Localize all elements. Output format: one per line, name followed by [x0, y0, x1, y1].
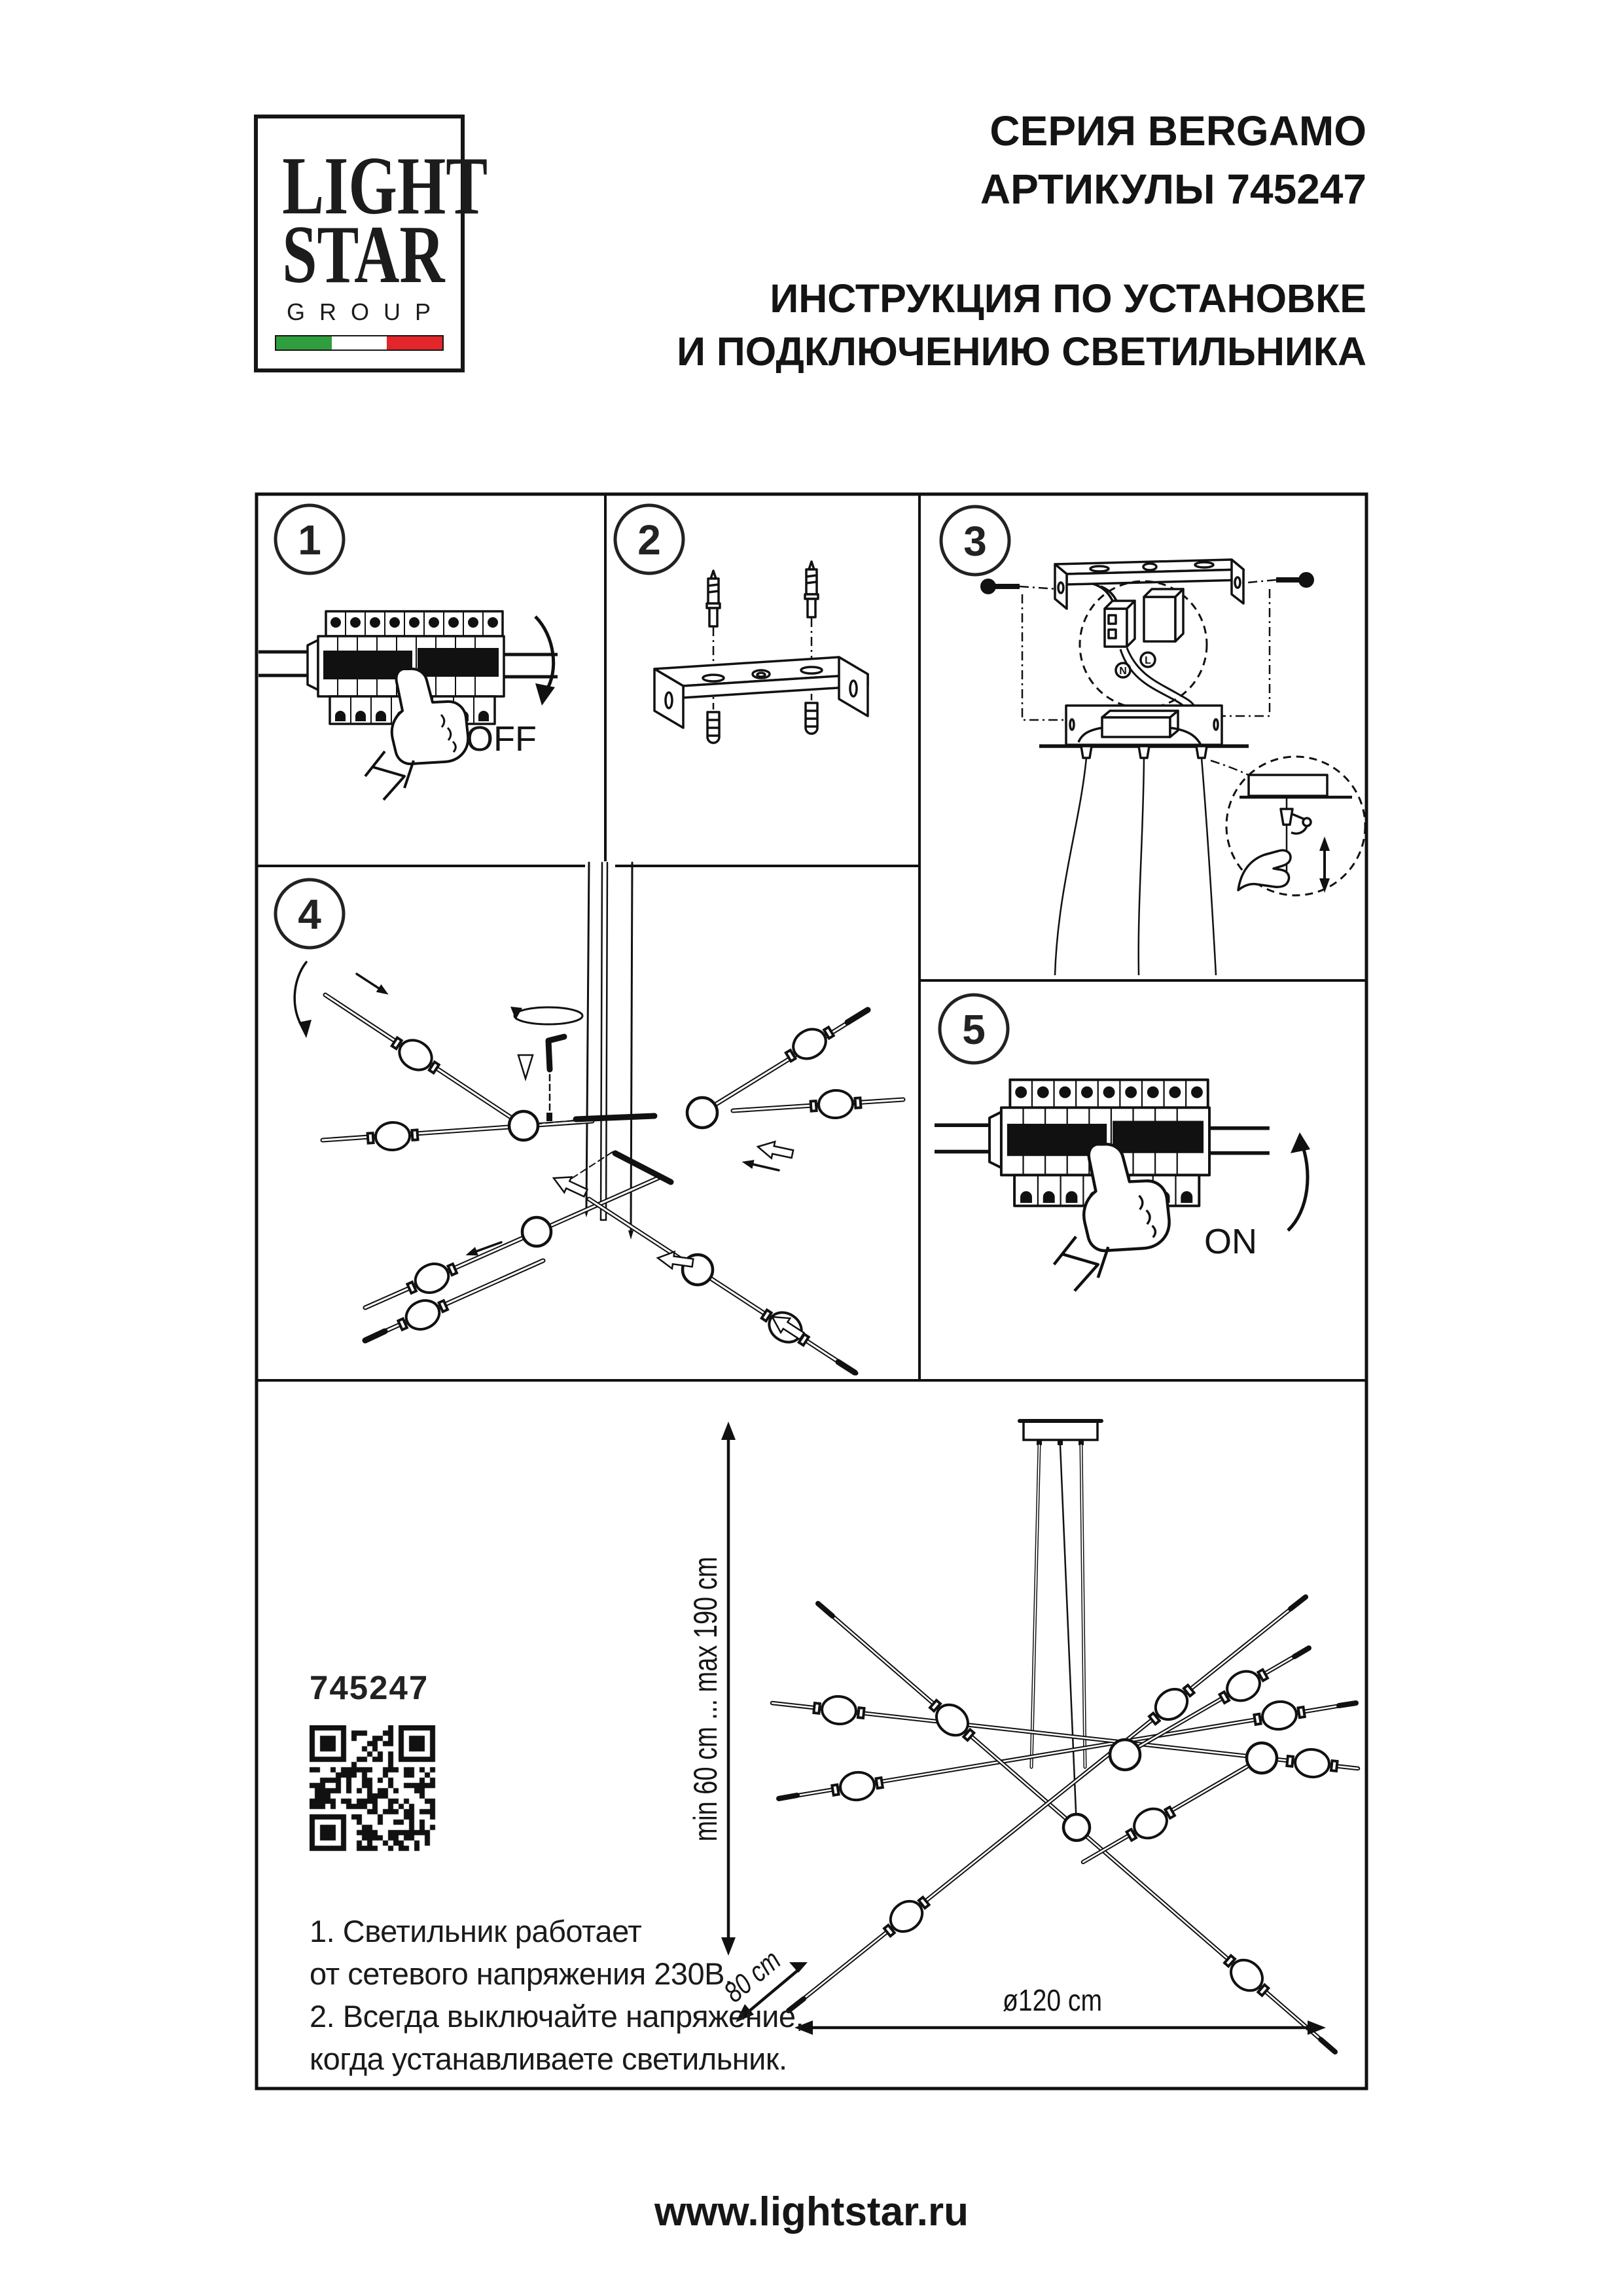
suspension-cables	[1054, 757, 1217, 976]
dimension-drawing	[721, 1419, 1361, 2054]
cable-adjuster-detail	[1225, 755, 1366, 897]
article-number: 745247	[310, 1669, 429, 1706]
instruction-line2: И ПОДКЛЮЧЕНИЮ СВЕТИЛЬНИКА	[677, 329, 1366, 374]
step-3-illustration: N L	[980, 558, 1366, 976]
step-1-number: 1	[298, 516, 321, 564]
on-label: ON	[1204, 1222, 1257, 1261]
step-2-number: 2	[637, 516, 661, 564]
arrow-down-icon	[535, 683, 555, 706]
ceiling-canopy	[1039, 704, 1249, 759]
arrow-up-icon	[1291, 1132, 1310, 1153]
hub-spheres	[507, 1096, 719, 1287]
flag-green	[276, 336, 332, 350]
safety-notes: 1. Светильник работает от сетевого напря…	[310, 1910, 804, 2080]
instruction-line1: ИНСТРУКЦИЯ ПО УСТАНОВКЕ	[770, 276, 1366, 321]
screw-icon	[980, 572, 1314, 594]
step-5-illustration	[935, 1080, 1310, 1291]
qr-code	[310, 1725, 437, 1852]
terminal-block	[1092, 583, 1185, 648]
height-dimension	[721, 1422, 736, 1956]
step-5-number: 5	[962, 1006, 986, 1053]
hex-key-icon	[510, 1006, 584, 1122]
header-instruction-title: ИНСТРУКЦИЯ ПО УСТАНОВКЕ И ПОДКЛЮЧЕНИЮ СВ…	[677, 272, 1366, 378]
step-2-illustration	[653, 560, 869, 744]
step-1-illustration	[259, 611, 558, 800]
step-badges: 1 2 3 4 5	[274, 503, 1011, 1065]
off-label: OFF	[466, 719, 537, 759]
screw-icon	[804, 560, 819, 619]
italian-flag-icon	[275, 335, 444, 351]
flag-white	[331, 336, 387, 350]
flag-red	[387, 336, 443, 350]
note-line-2: от сетевого напряжения 230В.	[310, 1956, 733, 1991]
lightstar-logo: LIGHT STAR GROUP	[254, 115, 488, 372]
rotate-arrow-icon	[293, 961, 308, 1030]
step-4-illustration	[293, 861, 906, 1376]
mounting-bracket	[653, 656, 869, 729]
screw-icon	[705, 569, 721, 628]
series-title: СЕРИЯ BERGAMO	[990, 107, 1366, 154]
step-3-number: 3	[963, 518, 987, 565]
height-range-label: min 60 cm ... max 190 cm	[687, 1556, 724, 1842]
diameter-dimension	[794, 2020, 1326, 2035]
live-terminal	[1139, 651, 1156, 668]
logo-word-group: GROUP	[286, 298, 445, 326]
wall-anchor-icon	[804, 702, 819, 735]
depth-dimension	[736, 1962, 808, 2022]
note-line-1: 1. Светильник работает	[310, 1914, 642, 1948]
website-url: www.lightstar.ru	[654, 2189, 969, 2234]
header-series-article: СЕРИЯ BERGAMO АРТИКУЛЫ 745247	[980, 102, 1366, 219]
note-line-3: 2. Всегда выключайте напряжение,	[310, 1999, 804, 2034]
note-line-4: когда устанавливаете светильник.	[310, 2041, 787, 2076]
article-title: АРТИКУЛЫ 745247	[980, 166, 1366, 213]
terminal-l-label: L	[1145, 655, 1151, 666]
ceiling-plate	[1018, 1419, 1103, 1445]
step-4-number: 4	[298, 891, 321, 938]
diameter-label: ø120 cm	[1002, 1983, 1103, 2017]
wall-anchor-icon	[706, 711, 721, 744]
logo-word-star: STAR	[282, 209, 445, 300]
terminal-n-label: N	[1119, 666, 1127, 677]
